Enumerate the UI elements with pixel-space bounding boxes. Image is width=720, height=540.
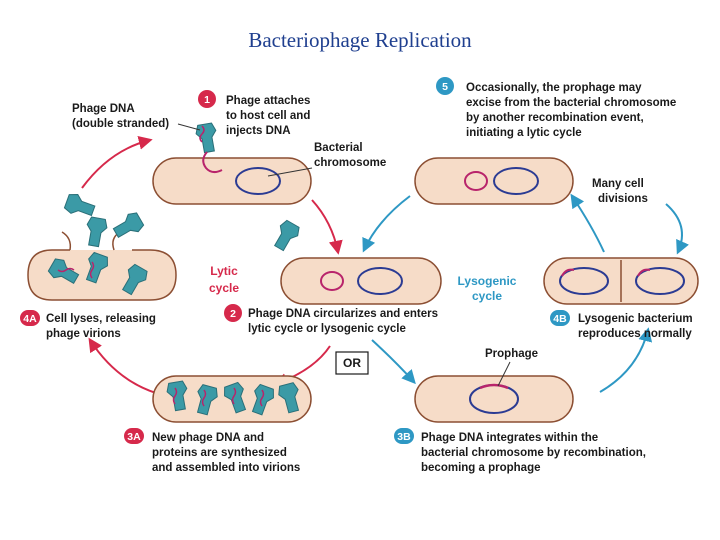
svg-text:Phage attaches: Phage attaches (226, 95, 310, 107)
svg-text:initiating a lytic cycle: initiating a lytic cycle (466, 127, 582, 139)
bacterial-chromosome-label-2: chromosome (314, 157, 386, 169)
many-divisions-label: Many cell (592, 178, 644, 190)
svg-text:divisions: divisions (598, 193, 648, 205)
step-5-line-4: initiating a lytic cycle (466, 127, 582, 139)
cell-step-5 (414, 157, 574, 205)
bacterial-chromosome-label: Bacterial (314, 142, 363, 154)
step-2-line-2: lytic cycle or lysogenic cycle (248, 323, 406, 335)
step-1-line-1: Phage attaches (226, 95, 310, 107)
svg-text:cycle: cycle (209, 281, 239, 295)
svg-text:3B: 3B (397, 431, 411, 443)
cell-step-4a (27, 191, 177, 301)
step-4a-line-1: Cell lyses, releasing (46, 313, 156, 325)
step-3b-line-1: Phage DNA integrates within the (421, 432, 598, 444)
step-3a-line-2: proteins are synthesized (152, 447, 287, 459)
or-label: OR (343, 356, 361, 370)
lytic-cycle-label: Lytic (210, 264, 238, 278)
svg-text:4B: 4B (553, 313, 567, 325)
svg-text:3A: 3A (127, 431, 141, 443)
svg-text:2: 2 (230, 308, 236, 320)
step-1-badge (198, 90, 216, 108)
svg-text:bacterial chromosome by recomb: bacterial chromosome by recombination, (421, 447, 646, 459)
svg-text:injects DNA: injects DNA (226, 125, 291, 137)
cell-step-4b (543, 257, 699, 305)
arrow-4a-to-1 (81, 135, 153, 189)
svg-text:excise from the bacterial chro: excise from the bacterial chromosome (466, 97, 676, 109)
step-4a-badge (20, 310, 40, 326)
svg-text:Prophage: Prophage (485, 348, 538, 360)
step-2-badge (224, 304, 242, 322)
step-3b-badge (394, 428, 414, 444)
svg-text:Phage DNA integrates within th: Phage DNA integrates within the (421, 432, 598, 444)
cell-step-3a (152, 375, 312, 423)
cell-step-2 (269, 218, 442, 305)
step-5-line-1: Occasionally, the prophage may (466, 82, 642, 94)
step-3a-badge (124, 428, 144, 444)
bacterial-chromosome (235, 167, 281, 195)
svg-text:cycle: cycle (472, 289, 502, 303)
svg-text:Lysogenic bacterium: Lysogenic bacterium (578, 313, 693, 325)
step-1-line-2: to host cell and (226, 110, 310, 122)
phage-dna-label-2: (double stranded) (72, 118, 169, 130)
svg-text:becoming a prophage: becoming a prophage (421, 462, 541, 474)
svg-text:Bacterial: Bacterial (314, 142, 363, 154)
svg-text:proteins are synthesized: proteins are synthesized (152, 447, 287, 459)
svg-text:1: 1 (204, 94, 210, 106)
svg-text:to host cell and: to host cell and (226, 110, 310, 122)
step-4b-line-1: Lysogenic bacterium (578, 313, 693, 325)
svg-text:Phage DNA: Phage DNA (72, 103, 135, 115)
arrow-division-to-5 (570, 193, 605, 253)
svg-text:lytic cycle or lysogenic cycle: lytic cycle or lysogenic cycle (248, 323, 406, 335)
svg-text:4A: 4A (23, 313, 37, 325)
lytic-cycle-arrows (81, 135, 343, 394)
arrow-5-to-2 (362, 195, 411, 253)
svg-text:New phage DNA and: New phage DNA and (152, 432, 264, 444)
svg-text:by another recombination event: by another recombination event, (466, 112, 644, 124)
step-4a-line-2: phage virions (46, 328, 121, 340)
step-2-line-1: Phage DNA circularizes and enters (248, 308, 438, 320)
many-divisions-label-2: divisions (598, 193, 648, 205)
step-5-badge (436, 77, 454, 95)
svg-text:chromosome: chromosome (314, 157, 386, 169)
svg-text:and assembled into virions: and assembled into virions (152, 462, 300, 474)
svg-text:Cell lyses, releasing: Cell lyses, releasing (46, 313, 156, 325)
step-5-line-3: by another recombination event, (466, 112, 644, 124)
arrow-4b-to-division (665, 203, 689, 255)
arrow-2-to-3b (371, 339, 416, 385)
arrow-1-to-2 (311, 199, 343, 255)
arrow-3a-to-4a (88, 337, 157, 394)
page-title: Bacteriophage Replication (248, 28, 472, 52)
svg-text:Occasionally, the prophage may: Occasionally, the prophage may (466, 82, 642, 94)
svg-text:phage virions: phage virions (46, 328, 121, 340)
step-1-line-3: injects DNA (226, 125, 291, 137)
step-3a-line-3: and assembled into virions (152, 462, 300, 474)
cell-step-1 (152, 121, 313, 205)
or-box: OR (335, 351, 369, 375)
lysogenic-cycle-arrows (362, 193, 689, 393)
lytic-cycle-label-2: cycle (209, 281, 239, 295)
cell-step-3b (414, 361, 574, 423)
svg-text:Lysogenic: Lysogenic (458, 274, 517, 288)
lysogenic-cycle-label-2: cycle (472, 289, 502, 303)
lysogenic-cycle-label: Lysogenic (458, 274, 517, 288)
step-3b-line-3: becoming a prophage (421, 462, 541, 474)
svg-text:reproduces normally: reproduces normally (578, 328, 692, 340)
step-4b-line-2: reproduces normally (578, 328, 692, 340)
phage-dna-label: Phage DNA (72, 103, 135, 115)
phage-dna-injected (202, 151, 223, 174)
svg-text:5: 5 (442, 81, 448, 93)
svg-text:Phage DNA circularizes and ent: Phage DNA circularizes and enters (248, 308, 438, 320)
svg-text:Many cell: Many cell (592, 178, 644, 190)
step-4b-badge (550, 310, 570, 326)
phage-dna-strand (199, 125, 205, 143)
arrow-3b-to-4b (599, 327, 653, 393)
prophage-label: Prophage (485, 348, 538, 360)
step-3b-line-2: bacterial chromosome by recombination, (421, 447, 646, 459)
step-5-line-2: excise from the bacterial chromosome (466, 97, 676, 109)
svg-text:(double stranded): (double stranded) (72, 118, 169, 130)
step-3a-line-1: New phage DNA and (152, 432, 264, 444)
